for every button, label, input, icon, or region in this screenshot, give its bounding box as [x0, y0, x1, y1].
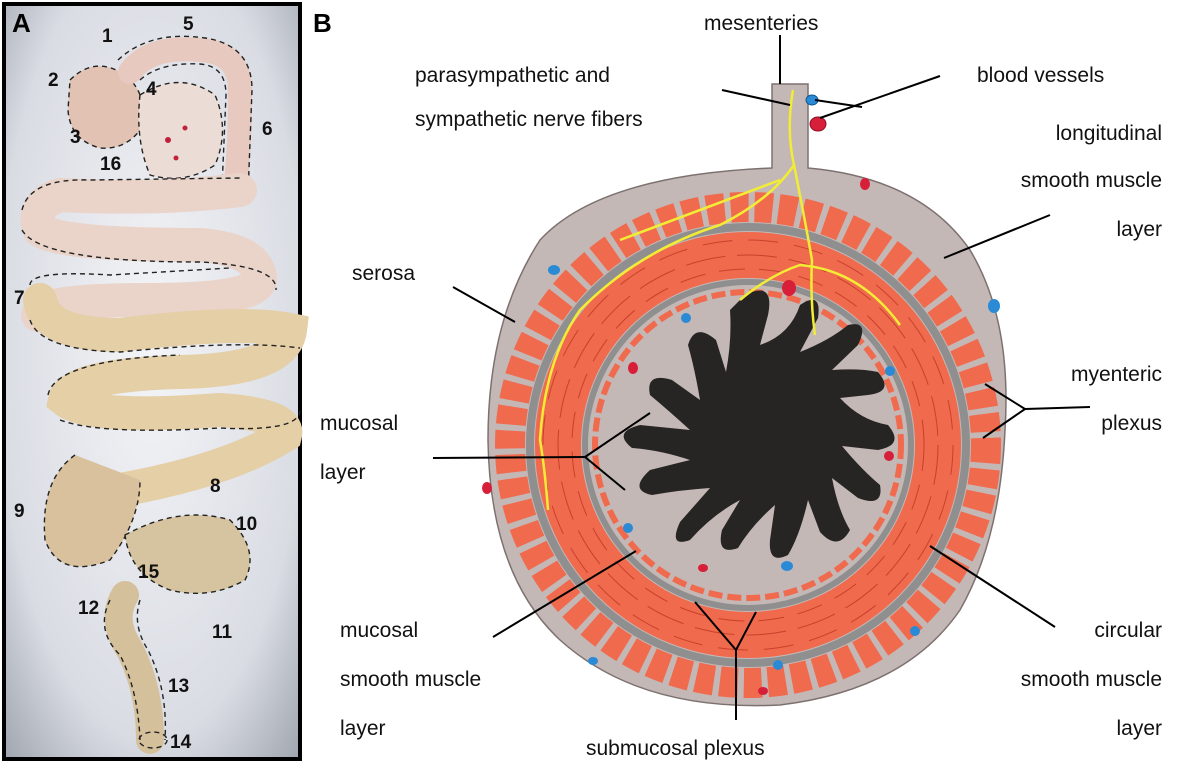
segment-number: 7	[14, 288, 25, 309]
label-circular-line2: smooth muscle	[1021, 668, 1162, 691]
label-mesenteries: mesenteries	[704, 12, 818, 35]
segment-number: 9	[14, 501, 25, 522]
segment-number: 1	[102, 26, 113, 47]
segment-number: 5	[183, 14, 194, 35]
label-mucosal-sm-line2: smooth muscle	[340, 668, 481, 691]
label-longitudinal-line2: smooth muscle	[1021, 169, 1162, 192]
label-myenteric-line1: myenteric	[1071, 363, 1162, 386]
panel-b: B	[313, 8, 1162, 760]
segment-number: 4	[146, 79, 157, 100]
segment-number: 14	[170, 732, 192, 753]
segment-number: 13	[168, 676, 189, 697]
label-mucosal-layer-line2: layer	[320, 461, 366, 484]
label-myenteric-line2: plexus	[1101, 412, 1162, 435]
segment-number: 6	[262, 119, 273, 140]
label-longitudinal-line3: layer	[1116, 218, 1162, 241]
label-longitudinal-line1: longitudinal	[1056, 122, 1162, 145]
label-blood-vessels: blood vessels	[977, 64, 1104, 87]
segment-number: 10	[236, 514, 257, 535]
label-mucosal-sm-line1: mucosal	[340, 619, 418, 642]
segment-number: 8	[210, 476, 221, 497]
segment-number: 3	[70, 127, 81, 148]
label-circular-line1: circular	[1094, 619, 1162, 642]
panel-a: A 1	[4, 4, 300, 759]
label-circular-line3: layer	[1116, 717, 1162, 740]
label-mucosal-sm-line3: layer	[340, 717, 386, 740]
label-mucosal-layer-line1: mucosal	[320, 412, 398, 435]
label-serosa: serosa	[352, 262, 415, 285]
segment-number: 16	[100, 154, 121, 175]
panel-b-letter: B	[313, 8, 332, 38]
segment-number: 15	[138, 562, 160, 583]
label-nerve-fibers-line2: sympathetic nerve fibers	[415, 108, 643, 131]
segment-number: 2	[48, 70, 59, 91]
segment-number: 11	[212, 622, 233, 643]
label-submucosal-plexus: submucosal plexus	[586, 737, 765, 760]
segment-number: 12	[78, 598, 99, 619]
label-nerve-fibers-line1: parasympathetic and	[415, 64, 610, 87]
panel-a-letter: A	[12, 8, 31, 38]
